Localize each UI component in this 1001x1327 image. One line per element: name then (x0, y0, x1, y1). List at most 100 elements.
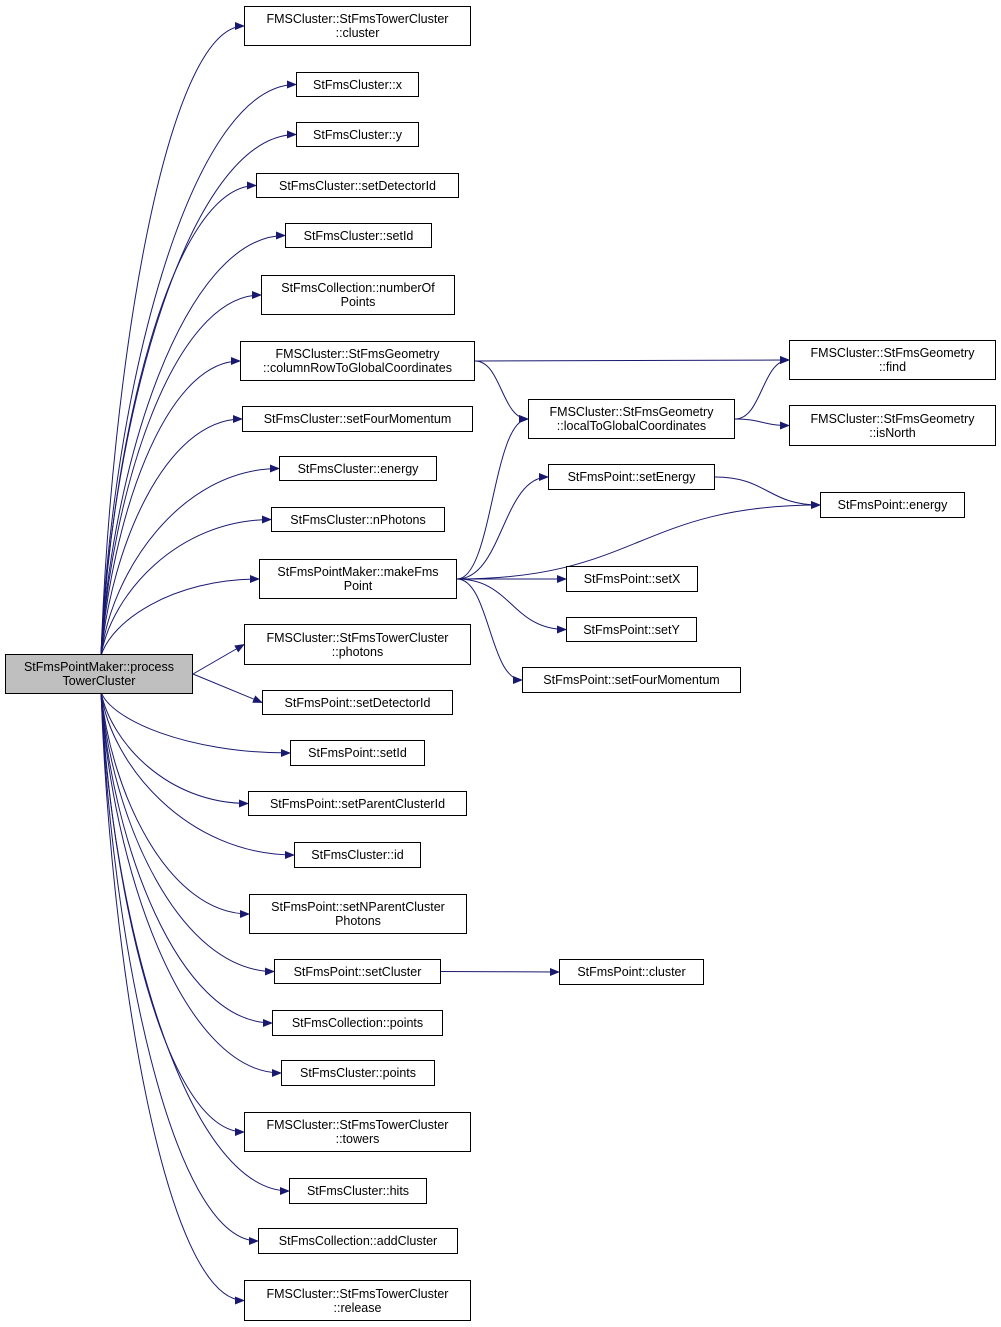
node-label-line: ::release (333, 1300, 382, 1315)
node-label-line: Points (340, 295, 376, 309)
edge-root-to-cl_setFourMomentum (100, 415, 243, 657)
node-label-line: Photons (335, 914, 381, 928)
node-pm-makefmspoint[interactable]: StFmsPointMaker::makeFms Point (259, 559, 457, 599)
node-label-line: StFmsCluster::y (313, 127, 402, 142)
edge-root-to-pt_setNParent (100, 691, 250, 918)
node-pt-cluster[interactable]: StFmsPoint::cluster (559, 959, 704, 985)
node-label-line: StFmsCluster::setId (303, 228, 414, 243)
node-label-line: StFmsPoint::setX (583, 572, 681, 586)
node-label-line: ::columnRowToGlobalCoordinates (263, 361, 452, 375)
node-label-line: TowerCluster (62, 674, 136, 688)
node-label-line: StFmsCollection::points (291, 1016, 424, 1030)
node-pt-setfourmomentum[interactable]: StFmsPoint::setFourMomentum (522, 667, 741, 693)
node-pt-setnparentclusterphotons[interactable]: StFmsPoint::setNParentCluster Photons (249, 894, 467, 934)
node-label-line: StFmsCluster::setFourMomentum (263, 412, 452, 426)
edge-geo_colRow-to-geo_localToGlobal (474, 360, 529, 423)
edge-root-to-tc_cluster (100, 22, 245, 657)
node-label-line: FMSCluster::StFmsTowerCluster (266, 12, 449, 26)
node-label-line: StFmsCluster::nPhotons (290, 512, 426, 527)
node-geo-isnorth[interactable]: FMSCluster::StFmsGeometry ::isNorth (789, 405, 996, 446)
node-col-points[interactable]: StFmsCollection::points (272, 1010, 443, 1036)
edge-root-to-cl_points (100, 691, 282, 1077)
node-label-line: StFmsPoint::setEnergy (567, 470, 696, 484)
node-label-line: StFmsCluster::energy (297, 461, 419, 476)
node-cl-setid[interactable]: StFmsCluster::setId (285, 223, 432, 248)
node-pt-setid[interactable]: StFmsPoint::setId (290, 740, 425, 766)
edge-geo_localToGlobal-to-geo_find (734, 356, 790, 420)
node-cl-id[interactable]: StFmsCluster::id (294, 842, 421, 868)
node-col-addcluster[interactable]: StFmsCollection::addCluster (258, 1228, 458, 1254)
node-label-line: StFmsPoint::setId (308, 746, 407, 760)
node-label-line: ::localToGlobalCoordinates (556, 419, 707, 433)
node-label-line: StFmsCollection::numberOf (281, 281, 435, 295)
edge-root-to-tc_release (100, 691, 245, 1305)
node-label-line: StFmsPoint::setY (583, 622, 680, 637)
node-pt-energy[interactable]: StFmsPoint::energy (820, 492, 965, 518)
node-label-line: StFmsCluster::x (313, 77, 402, 92)
edge-root-to-pm_makeFmsPoint (100, 575, 260, 657)
node-geo-find[interactable]: FMSCluster::StFmsGeometry ::find (789, 340, 996, 380)
node-pt-setdetectorid[interactable]: StFmsPoint::setDetectorId (262, 690, 453, 715)
node-tc-photons[interactable]: FMSCluster::StFmsTowerCluster ::photons (244, 624, 471, 665)
edge-root-to-cl_energy (100, 464, 280, 657)
edge-pm_makeFmsPoint-to-geo_localToGlobal (456, 415, 529, 580)
node-label-line: StFmsPoint::setCluster (293, 964, 422, 979)
node-col-numberofpoints[interactable]: StFmsCollection::numberOf Points (261, 275, 455, 315)
node-tc-cluster[interactable]: FMSCluster::StFmsTowerCluster ::cluster (244, 6, 471, 46)
node-label-line: StFmsPoint::setFourMomentum (543, 673, 720, 687)
edge-geo_localToGlobal-to-geo_isNorth (734, 418, 790, 430)
node-tc-release[interactable]: FMSCluster::StFmsTowerCluster ::release (244, 1280, 471, 1321)
edge-root-to-cl_id (100, 691, 295, 859)
node-geo-colrow[interactable]: FMSCluster::StFmsGeometry ::columnRowToG… (240, 341, 475, 381)
edge-root-to-col_points (100, 691, 273, 1027)
node-cl-setfourmomentum[interactable]: StFmsCluster::setFourMomentum (242, 406, 473, 432)
node-label-line: ::find (878, 360, 907, 374)
node-label-line: StFmsCluster::setDetectorId (279, 178, 436, 193)
node-geo-localtoglobal[interactable]: FMSCluster::StFmsGeometry ::localToGloba… (528, 399, 735, 439)
node-label-line: FMSCluster::StFmsTowerCluster (266, 1118, 449, 1132)
node-label-line: FMSCluster::StFmsTowerCluster (266, 1286, 449, 1301)
node-label-line: StFmsPoint::setParentClusterId (269, 796, 446, 811)
edge-root-to-tc_photons (192, 643, 245, 675)
node-label-line: ::photons (331, 644, 384, 659)
node-pt-setparentclusterid[interactable]: StFmsPoint::setParentClusterId (248, 791, 467, 816)
node-cl-x[interactable]: StFmsCluster::x (296, 72, 419, 97)
node-label-line: FMSCluster::StFmsTowerCluster (266, 630, 449, 645)
edge-root-to-cl_setId (100, 231, 286, 657)
node-cl-hits[interactable]: StFmsCluster::hits (289, 1178, 427, 1204)
edge-pt_setEnergy-to-pt_energy (714, 476, 821, 509)
node-label-line: StFmsPoint::setNParentCluster (271, 900, 445, 914)
edge-root-to-cl_nPhotons (100, 515, 272, 657)
node-cl-y[interactable]: StFmsCluster::y (296, 122, 419, 147)
node-label-line: StFmsPointMaker::process (23, 660, 175, 674)
edge-root-to-cl_hits (100, 691, 290, 1195)
node-label-line: StFmsCluster::id (311, 848, 404, 862)
node-pt-setx[interactable]: StFmsPoint::setX (566, 566, 698, 592)
edge-root-to-geo_colRow (100, 357, 241, 657)
edge-root-to-pt_setDetectorId (192, 673, 263, 703)
node-label-line: StFmsCluster::points (299, 1066, 416, 1080)
node-tc-towers[interactable]: FMSCluster::StFmsTowerCluster ::towers (244, 1112, 471, 1152)
edge-pm_makeFmsPoint-to-pt_setFourMomentum (456, 578, 523, 684)
node-cl-nphotons[interactable]: StFmsCluster::nPhotons (271, 507, 445, 532)
edge-root-to-tc_towers (100, 691, 245, 1136)
edge-geo_colRow-to-geo_find (474, 356, 790, 365)
node-pt-sety[interactable]: StFmsPoint::setY (566, 617, 697, 642)
edge-root-to-cl_x (100, 80, 297, 657)
edge-pm_makeFmsPoint-to-pt_setY (456, 578, 567, 634)
node-label-line: Point (343, 579, 373, 593)
node-label-line: FMSCluster::StFmsGeometry (275, 347, 440, 361)
node-pt-setcluster[interactable]: StFmsPoint::setCluster (274, 959, 441, 984)
node-label-line: StFmsPoint::cluster (577, 965, 686, 979)
node-cl-setdetectorid[interactable]: StFmsCluster::setDetectorId (256, 173, 459, 198)
node-label-line: FMSCluster::StFmsGeometry (549, 405, 714, 419)
node-label-line: ::cluster (335, 26, 380, 40)
node-label-line: StFmsCollection::addCluster (278, 1234, 438, 1248)
node-cl-energy[interactable]: StFmsCluster::energy (279, 456, 437, 481)
edge-root-to-cl_setDetectorId (100, 181, 257, 657)
node-cl-points[interactable]: StFmsCluster::points (281, 1060, 435, 1086)
edge-pm_makeFmsPoint-to-pt_setEnergy (456, 473, 549, 580)
node-pt-setenergy[interactable]: StFmsPoint::setEnergy (548, 464, 715, 490)
